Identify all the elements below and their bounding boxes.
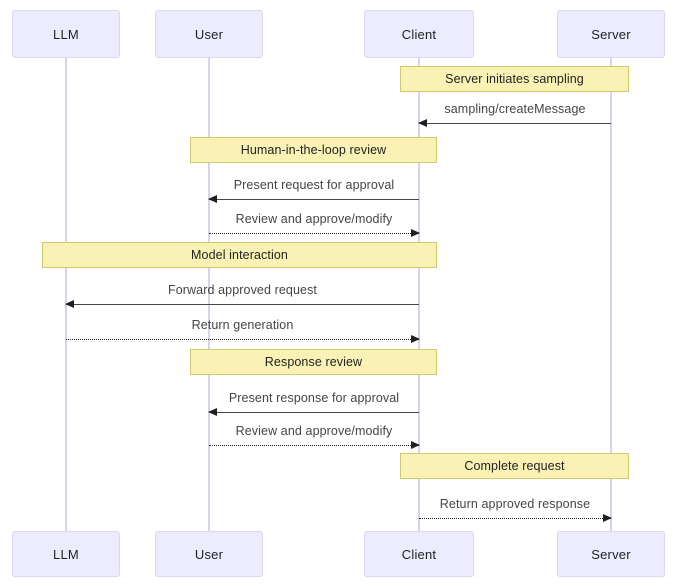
note-label: Human-in-the-loop review	[240, 143, 387, 157]
actor-label: User	[194, 546, 224, 562]
actor-label: Server	[591, 546, 631, 562]
message-line	[66, 339, 419, 340]
arrowhead-icon	[208, 407, 217, 416]
actor-client-bottom[interactable]: Client	[364, 531, 474, 577]
message-line	[209, 412, 419, 413]
message-line	[209, 199, 419, 200]
actor-label: Server	[591, 26, 631, 42]
lifeline-client	[418, 58, 420, 531]
message-label: Present response for approval	[228, 391, 400, 405]
message-line	[419, 123, 611, 124]
actor-label: LLM	[53, 26, 79, 42]
note-label: Model interaction	[191, 248, 288, 262]
lifeline-llm	[65, 58, 67, 531]
actor-user-bottom[interactable]: User	[155, 531, 263, 577]
arrowhead-icon	[411, 334, 420, 343]
actor-label: Client	[401, 546, 437, 562]
note-model-interaction: Model interaction	[42, 242, 437, 268]
message-label: Present request for approval	[233, 178, 395, 192]
message-line	[66, 304, 419, 305]
note-label: Complete request	[464, 459, 565, 473]
message-line	[209, 233, 419, 234]
actor-llm-bottom[interactable]: LLM	[12, 531, 120, 577]
note-human-in-the-loop-review: Human-in-the-loop review	[190, 137, 437, 163]
arrowhead-icon	[411, 228, 420, 237]
lifeline-user	[208, 58, 210, 531]
actor-client-top[interactable]: Client	[364, 10, 474, 58]
actor-label: LLM	[53, 546, 79, 562]
actor-server-top[interactable]: Server	[557, 10, 665, 58]
message-label: sampling/createMessage	[444, 102, 586, 116]
note-server-initiates-sampling: Server initiates sampling	[400, 66, 629, 92]
message-label: Forward approved request	[167, 283, 317, 297]
lifeline-server	[610, 58, 612, 531]
actor-label: User	[194, 26, 224, 42]
note-complete-request: Complete request	[400, 453, 629, 479]
message-line	[419, 518, 611, 519]
message-label: Return generation	[191, 318, 294, 332]
note-response-review: Response review	[190, 349, 437, 375]
message-line	[209, 445, 419, 446]
arrowhead-icon	[418, 118, 427, 127]
actor-server-bottom[interactable]: Server	[557, 531, 665, 577]
arrowhead-icon	[65, 299, 74, 308]
arrowhead-icon	[603, 513, 612, 522]
note-label: Response review	[264, 355, 363, 369]
actor-label: Client	[401, 26, 437, 42]
actor-user-top[interactable]: User	[155, 10, 263, 58]
message-label: Review and approve/modify	[235, 424, 393, 438]
note-label: Server initiates sampling	[445, 72, 584, 86]
message-label: Review and approve/modify	[235, 212, 393, 226]
actor-llm-top[interactable]: LLM	[12, 10, 120, 58]
message-label: Return approved response	[439, 497, 591, 511]
arrowhead-icon	[411, 440, 420, 449]
arrowhead-icon	[208, 194, 217, 203]
